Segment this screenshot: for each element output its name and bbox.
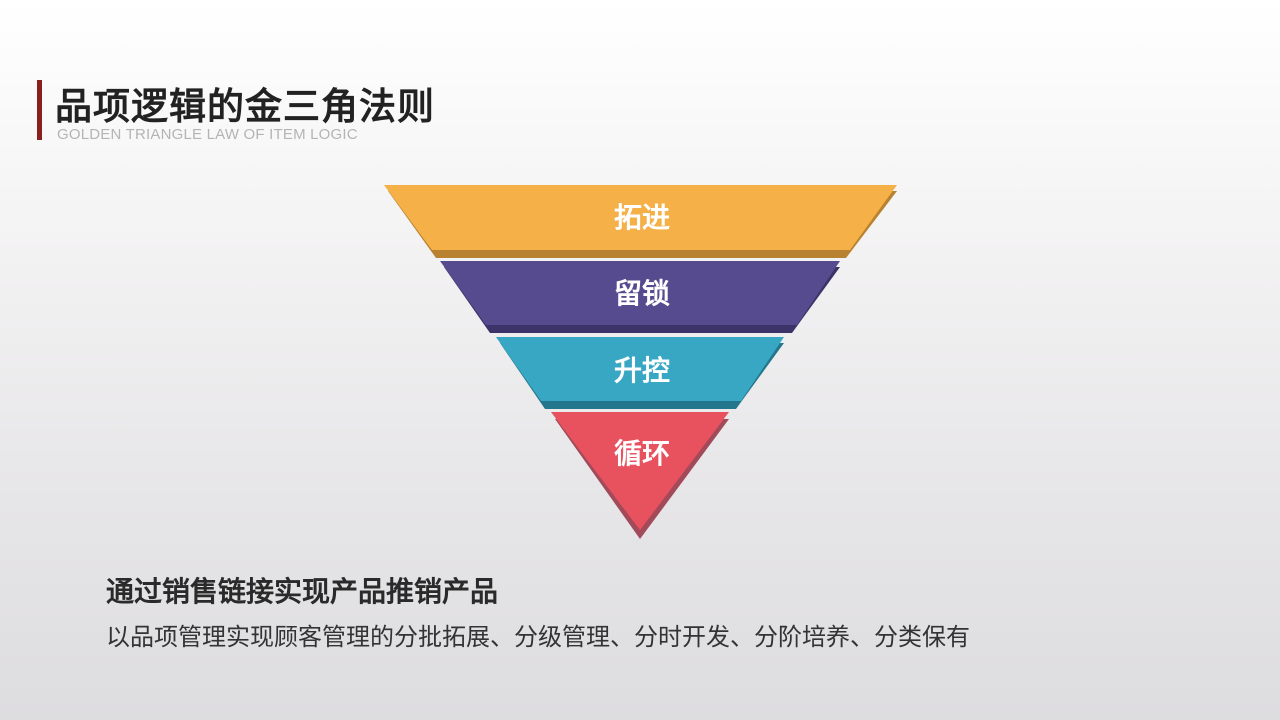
pyramid-tier-2-label: 留锁 <box>614 277 670 310</box>
description-heading: 通过销售链接实现产品推销产品 <box>106 575 499 608</box>
description-text: 以品项管理实现顾客管理的分批拓展、分级管理、分时开发、分阶培养、分类保有 <box>106 623 970 651</box>
page-title: 品项逻辑的金三角法则 <box>55 85 435 128</box>
pyramid-tier-1-label: 拓进 <box>614 201 670 234</box>
page-subtitle: GOLDEN TRIANGLE LAW OF ITEM LOGIC <box>57 126 358 143</box>
title-accent-bar <box>37 80 42 140</box>
pyramid-tier-3: 升控 <box>496 337 784 409</box>
pyramid-tier-1-face <box>384 185 897 250</box>
pyramid-tier-3-label: 升控 <box>614 354 670 387</box>
pyramid-tier-4-label: 循环 <box>614 437 670 470</box>
pyramid-tier-4-face <box>551 412 729 530</box>
pyramid-tier-4: 循环 <box>551 412 729 539</box>
pyramid-tier-2-face <box>440 261 840 325</box>
pyramid-tier-1: 拓进 <box>384 185 897 258</box>
pyramid-tier-2: 留锁 <box>440 261 840 333</box>
pyramid-tier-3-face <box>496 337 784 401</box>
